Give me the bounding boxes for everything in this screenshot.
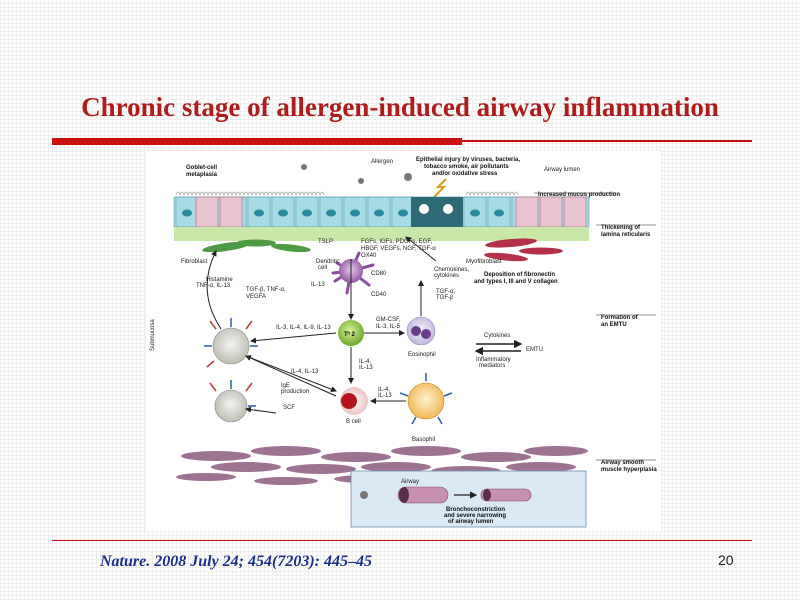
epithelial-nucleus — [326, 209, 336, 217]
label-b-cell: B cell — [346, 419, 361, 425]
label-airway: Airway — [401, 479, 419, 485]
epithelial-nucleus — [350, 209, 360, 217]
allergen-particles — [301, 164, 412, 184]
epithelial-nucleus — [254, 209, 264, 217]
myofibroblasts — [484, 238, 563, 262]
label-tslp: TSLP — [318, 239, 333, 245]
label-il4-b-2: IL-13 — [359, 365, 373, 371]
label-ige-2: production — [281, 389, 309, 395]
label-eosinophil: Eosinophil — [408, 352, 436, 358]
label-il4-b-1: IL-4, — [359, 359, 371, 365]
lamina-reticularis — [174, 227, 589, 241]
label-lamina-2: lamina reticularis — [601, 232, 651, 238]
eosinophil-cell — [406, 316, 436, 346]
airway-inflammation-diagram: Goblet-cell metaplasia Allergen Epitheli… — [145, 150, 662, 532]
epithelial-nucleus — [182, 209, 192, 217]
label-dendritic-1: Dendritic — [316, 259, 340, 265]
narrowed-airway-tube — [480, 488, 532, 502]
label-histamine-1: Histamine — [206, 277, 233, 283]
mast-cell-lower — [209, 380, 256, 423]
diagram-svg: Goblet-cell metaplasia Allergen Epitheli… — [150, 157, 657, 528]
label-epithelial-2: tobacco smoke, air pollutants — [424, 164, 509, 170]
label-chemokines-1: Chemokines, — [434, 267, 469, 273]
epithelial-nucleus — [374, 209, 384, 217]
label-lamina-1: Thickening of — [601, 225, 641, 231]
injury-bolt-icon — [433, 178, 447, 198]
basophil-cell — [399, 373, 453, 425]
label-fibroblast: Fibroblast — [181, 259, 208, 265]
label-il4-a: IL-4, IL-13 — [291, 369, 319, 375]
signal-arrows — [206, 236, 437, 414]
label-histamine-2: TNF-α, IL-13 — [196, 283, 231, 289]
slide-title: Chronic stage of allergen-induced airway… — [81, 92, 719, 122]
label-inflammatory-2: mediators — [479, 363, 505, 369]
label-il-series: IL-3, IL-4, IL-9, IL-13 — [276, 325, 331, 331]
label-il4-c-2: IL-13 — [378, 393, 392, 399]
injured-epithelium — [411, 197, 463, 227]
label-epithelial-3: and/or oxidative stress — [432, 171, 498, 177]
label-ige-1: IgE — [281, 383, 290, 389]
label-allergen: Allergen — [371, 159, 393, 165]
epithelial-nucleus — [470, 209, 480, 217]
label-chemokines-2: cytokines — [434, 273, 459, 279]
page-number: 20 — [718, 552, 734, 568]
label-airway-lumen: Airway lumen — [544, 167, 580, 173]
label-growth-factors-1: FGFs, IGFs, PDGFs, EGF, — [361, 239, 432, 245]
label-scf: SCF — [283, 405, 295, 411]
label-gmcsf-1: GM-CSF, — [376, 317, 401, 323]
label-fibronectin-1: Deposition of fibronectin — [484, 272, 555, 278]
label-goblet-2: metaplasia — [186, 172, 218, 178]
label-th2: Tʰ 2 — [344, 331, 356, 338]
epithelial-nucleus — [278, 209, 288, 217]
cilia — [175, 191, 519, 197]
label-il13-a: IL-13 — [311, 282, 325, 288]
label-inflammatory-1: Inflammatory — [476, 357, 511, 363]
label-dendritic-2: cell — [318, 265, 327, 271]
epithelial-nucleus — [398, 209, 408, 217]
epithelial-nucleus — [302, 209, 312, 217]
label-il4-c-1: IL-4, — [378, 387, 390, 393]
label-cd40: CD40 — [371, 292, 387, 298]
skull-icon — [419, 204, 453, 214]
label-tgf-alpha: TGF-α, — [436, 289, 455, 295]
th2-cell — [338, 320, 364, 346]
epithelial-nucleus — [494, 209, 504, 217]
label-goblet: Goblet-cell — [186, 165, 217, 171]
label-emtu-2: an EMTU — [601, 322, 627, 328]
label-broncho-3: of airway lumen — [448, 519, 494, 525]
label-broncho-2: and severe narrowing — [444, 513, 506, 519]
label-myofibroblast: Myofibroblast — [466, 259, 502, 265]
label-mucus: Increased mucus production — [538, 192, 620, 198]
label-tgfb-tnfa: TGF-β, TNF-α, — [246, 287, 286, 293]
label-vegfa: VEGFA — [246, 294, 266, 300]
airway-tube — [397, 486, 449, 504]
label-cd80: CD80 — [371, 271, 387, 277]
label-cytokines: Cytokines — [484, 333, 510, 339]
label-tgf-beta: TGF-β — [436, 295, 454, 301]
fibroblasts — [202, 239, 311, 253]
inset-allergen-icon — [360, 491, 368, 499]
label-smooth-muscle-1: Airway smooth — [601, 460, 644, 466]
label-epithelial-1: Epithelial injury by viruses, bacteria, — [416, 157, 520, 163]
mast-cell-upper — [204, 318, 258, 368]
label-ox40: OX40 — [361, 253, 377, 259]
label-broncho-1: Bronchoconstriction — [446, 507, 505, 513]
goblet-cells — [195, 196, 587, 228]
label-basophil: Basophil — [412, 437, 435, 443]
citation: Nature. 2008 July 24; 454(7203): 445–45 — [100, 553, 372, 570]
label-smooth-muscle-2: muscle hyperplasia — [601, 467, 657, 473]
label-submucosa: Submucosa — [150, 319, 156, 351]
footer-rule — [52, 540, 752, 541]
b-cell — [340, 387, 368, 415]
label-fibronectin-2: and types I, III and V collagen — [474, 279, 558, 285]
label-emtu: EMTU — [526, 347, 543, 353]
label-growth-factors-2: HBGF, VEGFs, NGF, TGF-α — [361, 246, 436, 252]
title-accent-bar — [52, 138, 462, 145]
label-emtu-1: Formation of — [601, 315, 639, 321]
airway-inset-box — [350, 470, 587, 528]
label-gmcsf-2: IL-3, IL-5 — [376, 324, 401, 330]
